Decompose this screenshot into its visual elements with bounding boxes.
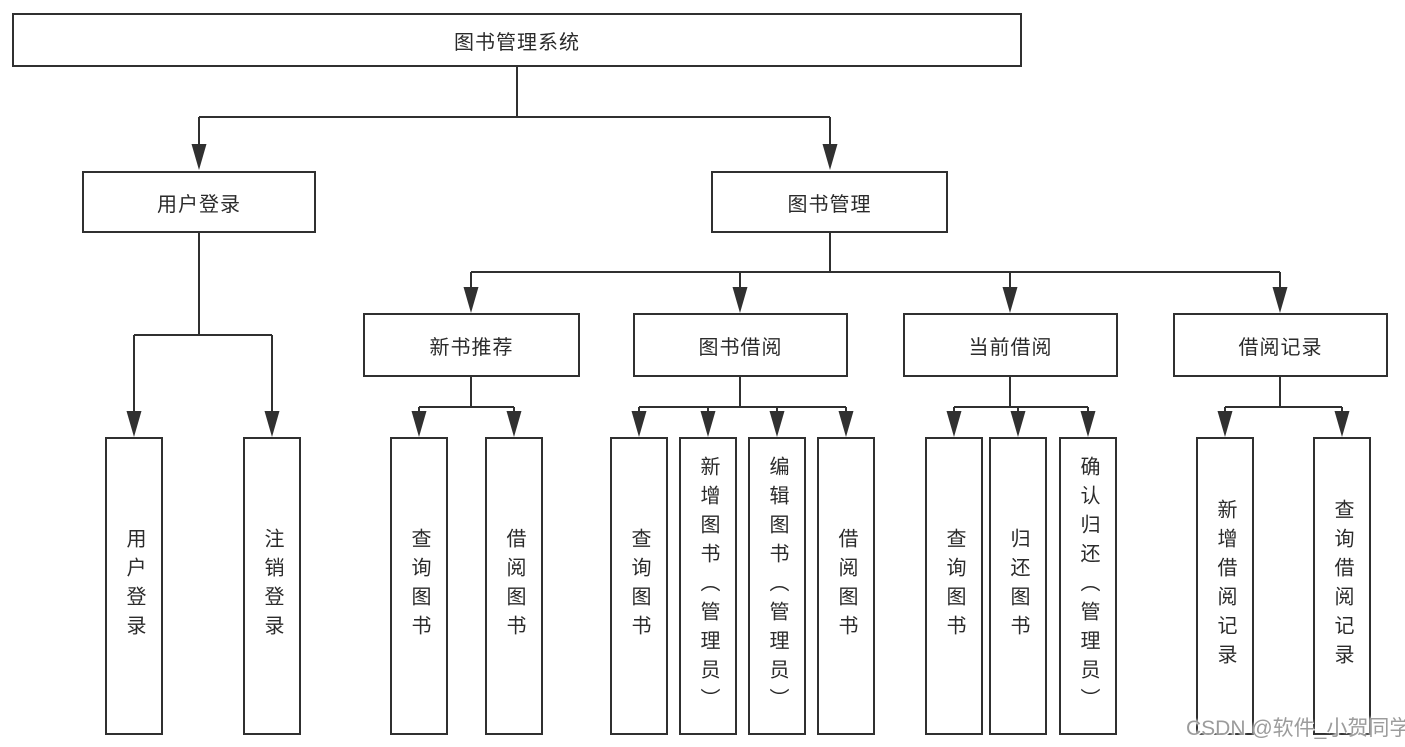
connector-borrow-to-leaves xyxy=(638,377,847,420)
arrow-down-icon xyxy=(1080,411,1096,437)
arrow-down-icon xyxy=(822,144,838,170)
leaf-user-login: 用户登录 xyxy=(105,437,163,735)
node-book-management: 图书管理 xyxy=(711,171,948,233)
node-library-management-system: 图书管理系统 xyxy=(12,13,1022,67)
leaf-borrow-books: 借阅图书 xyxy=(817,437,875,735)
arrow-down-icon xyxy=(946,411,962,437)
arrow-down-icon xyxy=(264,411,280,437)
arrow-down-icon xyxy=(191,144,207,170)
leaf-label: 归还图书 xyxy=(1007,528,1029,644)
connector-root-to-level1 xyxy=(198,67,831,150)
leaf-label: 查询借阅记录 xyxy=(1331,499,1353,673)
leaf-query-books: 查询图书 xyxy=(390,437,448,735)
leaf-label: 借阅图书 xyxy=(503,528,525,644)
node-book-borrow: 图书借阅 xyxy=(633,313,848,377)
arrow-down-icon xyxy=(463,287,479,313)
leaf-label: 确认归还（管理员） xyxy=(1077,455,1099,717)
leaf-label: 用户登录 xyxy=(123,528,145,644)
leaf-edit-books-admin: 编辑图书（管理员） xyxy=(748,437,806,735)
node-borrow-records: 借阅记录 xyxy=(1173,313,1388,377)
arrow-down-icon xyxy=(1217,411,1233,437)
arrow-down-icon xyxy=(732,287,748,313)
leaf-add-books-admin: 新增图书（管理员） xyxy=(679,437,737,735)
arrow-down-icon xyxy=(769,411,785,437)
leaf-label: 查询图书 xyxy=(628,528,650,644)
node-user-login: 用户登录 xyxy=(82,171,316,233)
arrow-down-icon xyxy=(1334,411,1350,437)
arrow-down-icon xyxy=(506,411,522,437)
leaf-label: 编辑图书（管理员） xyxy=(766,455,788,717)
leaf-label: 新增借阅记录 xyxy=(1214,499,1236,673)
arrow-down-icon xyxy=(700,411,716,437)
connector-management-to-level2 xyxy=(470,233,1281,295)
connector-login-to-leaves xyxy=(133,233,273,420)
arrowhead-icons xyxy=(126,144,1350,437)
arrow-down-icon xyxy=(411,411,427,437)
leaf-label: 查询图书 xyxy=(408,528,430,644)
node-current-borrow: 当前借阅 xyxy=(903,313,1118,377)
csdn-watermark: CSDN @软件_小贺同学 xyxy=(1186,717,1405,740)
arrow-down-icon xyxy=(838,411,854,437)
connector-records-to-leaves xyxy=(1224,377,1343,420)
connector-recommend-to-leaves xyxy=(418,377,515,420)
leaf-confirm-return-admin: 确认归还（管理员） xyxy=(1059,437,1117,735)
leaf-return-books: 归还图书 xyxy=(989,437,1047,735)
arrow-down-icon xyxy=(1002,287,1018,313)
leaf-label: 注销登录 xyxy=(261,528,283,644)
arrow-down-icon xyxy=(1272,287,1288,313)
leaf-label: 查询图书 xyxy=(943,528,965,644)
leaf-query-borrow-record: 查询借阅记录 xyxy=(1313,437,1371,735)
leaf-query-books: 查询图书 xyxy=(925,437,983,735)
arrow-down-icon xyxy=(126,411,142,437)
arrow-down-icon xyxy=(1010,411,1026,437)
leaf-borrow-books: 借阅图书 xyxy=(485,437,543,735)
leaf-logout: 注销登录 xyxy=(243,437,301,735)
leaf-query-books: 查询图书 xyxy=(610,437,668,735)
leaf-label: 新增图书（管理员） xyxy=(697,455,719,717)
leaf-label: 借阅图书 xyxy=(835,528,857,644)
node-new-book-recommend: 新书推荐 xyxy=(363,313,580,377)
arrow-down-icon xyxy=(631,411,647,437)
leaf-add-borrow-record: 新增借阅记录 xyxy=(1196,437,1254,735)
